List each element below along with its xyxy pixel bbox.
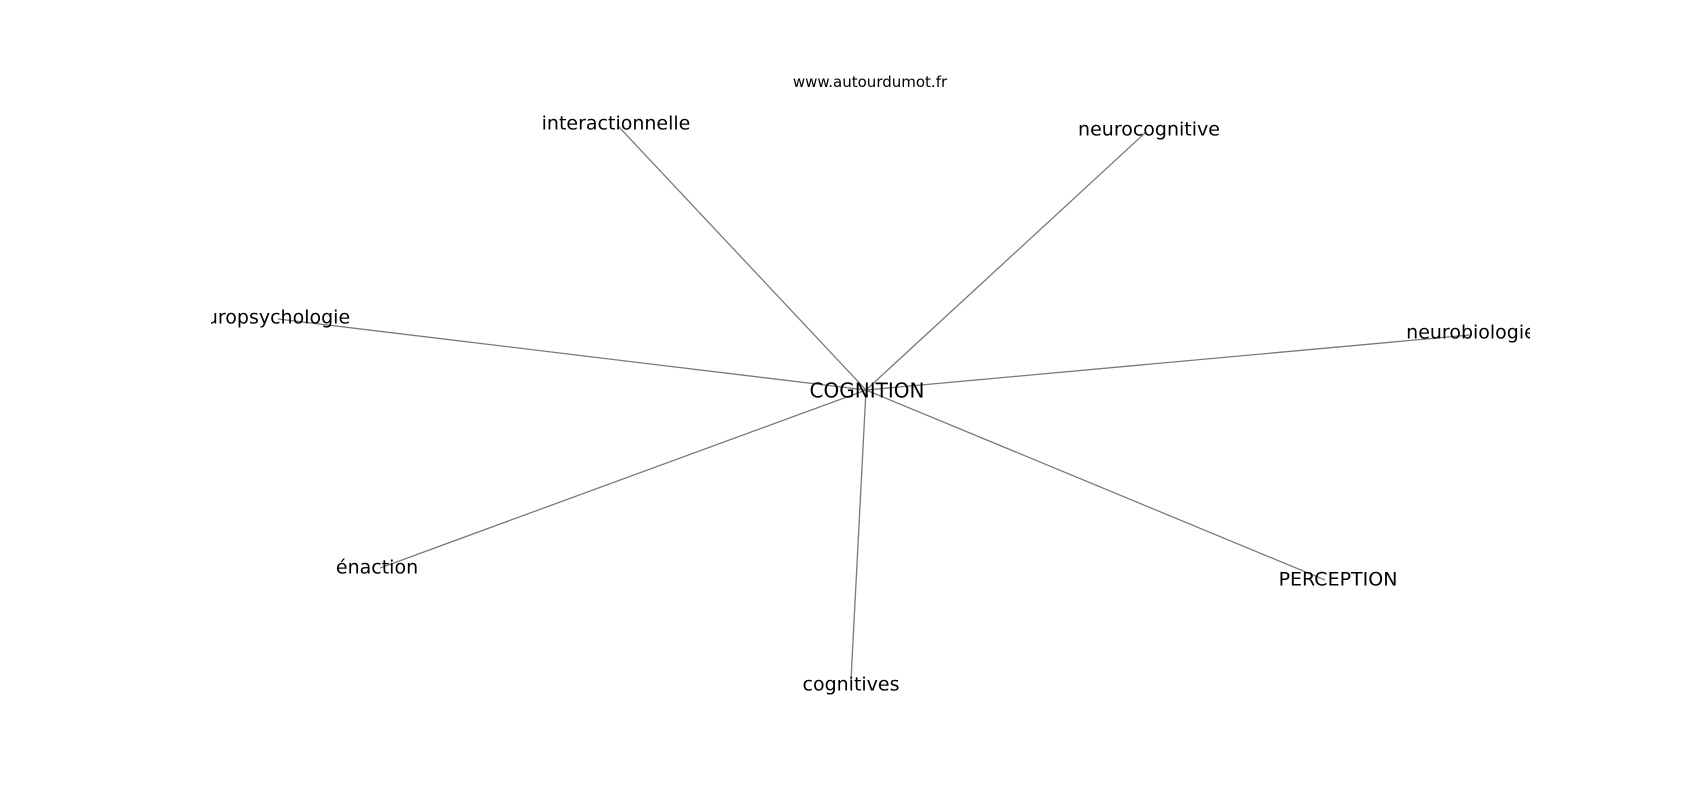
node-neuropsychologie[interactable]: uropsychologie xyxy=(211,306,351,329)
edge-neurocognitive xyxy=(865,132,1146,391)
edge-perception xyxy=(865,389,1326,581)
node-interactionnelle[interactable]: interactionnelle xyxy=(541,112,691,135)
source-url: www.autourdumot.fr xyxy=(792,73,948,91)
edge-cognitives xyxy=(850,389,867,681)
edge-enaction xyxy=(379,389,867,569)
edge-neuropsychologie xyxy=(277,318,867,391)
graph-edges xyxy=(277,126,1471,681)
edge-neurobiologie xyxy=(865,334,1471,391)
node-neurocognitive[interactable]: neurocognitive xyxy=(1078,118,1220,141)
node-neurobiologie[interactable]: neurobiologie xyxy=(1406,321,1530,344)
node-perception[interactable]: PERCEPTION xyxy=(1278,568,1398,591)
edge-interactionnelle xyxy=(618,126,867,391)
graph-area: interactionnelle neurocognitive uropsych… xyxy=(211,0,1530,800)
node-cognition-center[interactable]: COGNITION xyxy=(809,378,925,403)
node-enaction[interactable]: énaction xyxy=(335,556,419,579)
node-cognitives[interactable]: cognitives xyxy=(802,673,900,696)
